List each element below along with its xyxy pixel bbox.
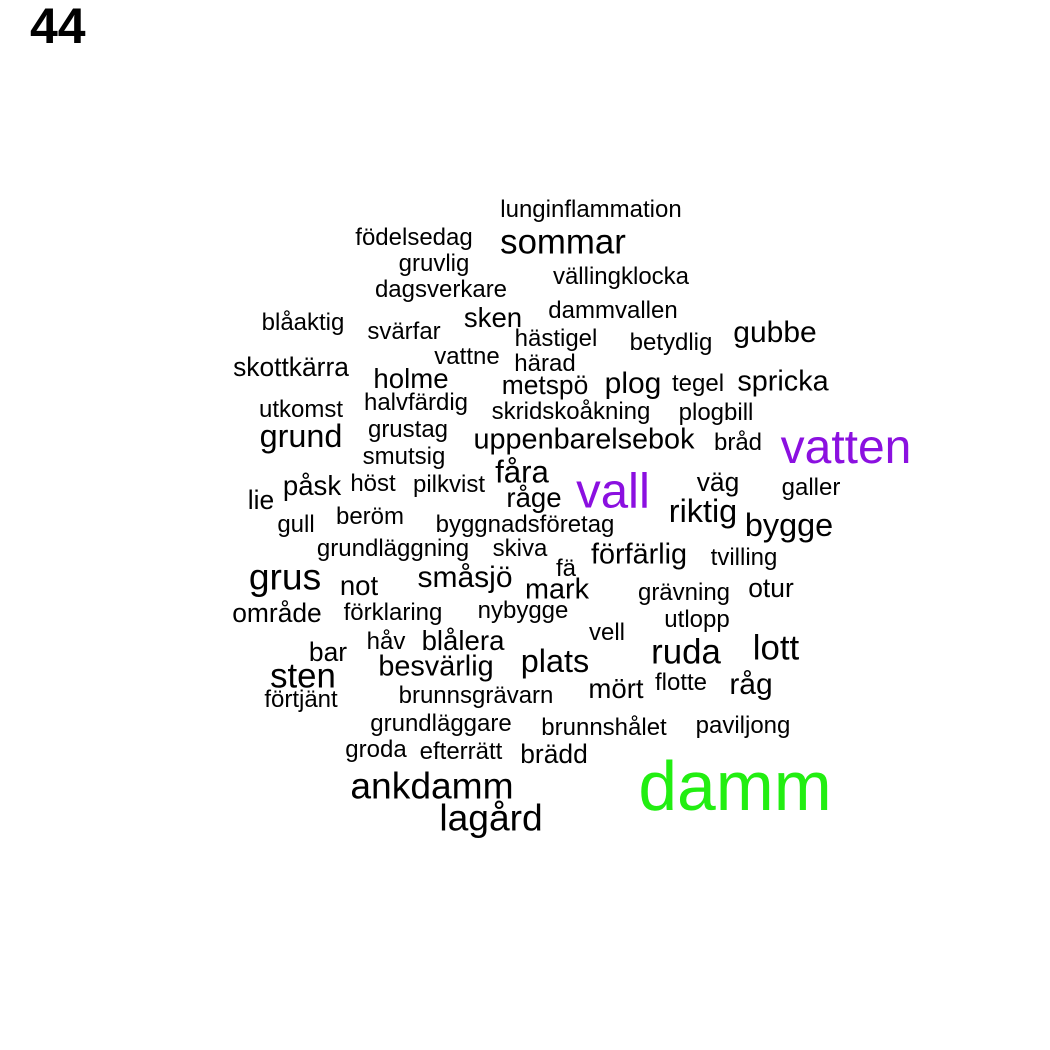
- word-2: vall: [576, 463, 650, 519]
- word-8: ruda: [651, 632, 721, 672]
- word-25: sken: [463, 302, 523, 334]
- word-5: grus: [248, 555, 322, 598]
- word-57: bråd: [713, 429, 763, 456]
- word-40: födelsedag: [355, 224, 473, 251]
- word-76: förtjänt: [264, 686, 338, 713]
- word-35: område: [232, 597, 322, 628]
- word-6: sommar: [500, 222, 626, 262]
- word-62: gull: [277, 511, 315, 538]
- word-50: härad: [514, 350, 576, 377]
- word-47: hästigel: [514, 325, 598, 352]
- word-4: lagård: [439, 796, 543, 839]
- word-0: damm: [638, 747, 832, 826]
- word-14: fåra: [495, 454, 549, 490]
- word-31: skottkärra: [233, 351, 349, 382]
- word-51: tegel: [671, 370, 725, 397]
- word-42: vällingklocka: [552, 263, 690, 290]
- word-78: grundläggare: [370, 710, 512, 737]
- word-54: skridskoåkning: [491, 398, 651, 425]
- word-80: paviljong: [695, 712, 791, 739]
- word-30: mört: [588, 673, 644, 705]
- word-63: beröm: [335, 503, 405, 530]
- word-23: besvärlig: [378, 650, 494, 683]
- word-33: väg: [696, 466, 740, 497]
- word-66: skiva: [492, 535, 548, 562]
- word-12: bygge: [744, 506, 834, 543]
- word-67: tvilling: [710, 544, 778, 571]
- word-21: förfärlig: [590, 538, 688, 571]
- word-69: grävning: [637, 579, 731, 606]
- word-71: nybygge: [477, 597, 569, 624]
- word-77: brunnsgrävarn: [398, 682, 554, 709]
- word-56: grustag: [367, 416, 449, 443]
- word-13: plats: [520, 642, 590, 679]
- word-17: småsjö: [417, 561, 513, 594]
- word-68: fä: [555, 555, 577, 582]
- word-60: pilkvist: [412, 471, 486, 498]
- word-7: lott: [752, 628, 800, 668]
- word-52: halvfärdig: [363, 389, 469, 416]
- word-45: blåaktig: [261, 309, 345, 336]
- word-39: lunginflammation: [500, 196, 682, 223]
- word-34: lie: [247, 484, 275, 515]
- word-43: dagsverkare: [374, 276, 508, 303]
- word-75: flotte: [654, 669, 708, 696]
- word-73: håv: [366, 628, 406, 655]
- word-32: metspö: [501, 369, 589, 400]
- word-44: dammvallen: [548, 297, 678, 324]
- word-26: påsk: [282, 470, 342, 502]
- word-61: galler: [781, 474, 841, 501]
- word-1: vatten: [780, 421, 912, 474]
- word-74: vell: [588, 619, 626, 646]
- word-36: otur: [748, 572, 794, 603]
- word-10: grund: [259, 417, 343, 454]
- word-81: groda: [345, 736, 407, 763]
- word-70: förklaring: [343, 599, 443, 626]
- word-38: brädd: [520, 738, 588, 769]
- word-27: råge: [506, 482, 562, 514]
- word-48: betydlig: [629, 329, 713, 356]
- word-16: plog: [604, 367, 662, 400]
- word-79: brunnshålet: [541, 714, 667, 741]
- word-20: uppenbarelsebok: [473, 423, 695, 456]
- word-15: gubbe: [733, 316, 817, 349]
- word-18: råg: [729, 668, 773, 701]
- word-19: spricka: [737, 365, 829, 398]
- word-41: gruvlig: [398, 250, 470, 277]
- word-59: höst: [350, 470, 396, 497]
- word-72: utlopp: [664, 606, 730, 633]
- word-82: efterrätt: [419, 738, 503, 765]
- word-28: not: [339, 570, 379, 602]
- word-29: blålera: [421, 625, 505, 657]
- word-37: bar: [308, 636, 348, 667]
- word-46: svärfar: [367, 318, 441, 345]
- word-53: utkomst: [258, 396, 344, 423]
- page-title: 44: [30, 0, 86, 54]
- word-11: riktig: [668, 492, 738, 529]
- word-58: smutsig: [362, 443, 446, 470]
- word-24: holme: [373, 363, 449, 395]
- word-55: plogbill: [678, 399, 754, 426]
- word-22: mark: [525, 573, 589, 606]
- word-65: grundläggning: [316, 535, 470, 562]
- word-49: vattne: [434, 343, 500, 370]
- word-3: ankdamm: [350, 764, 514, 807]
- word-64: byggnadsföretag: [435, 511, 615, 538]
- word-9: sten: [270, 656, 336, 696]
